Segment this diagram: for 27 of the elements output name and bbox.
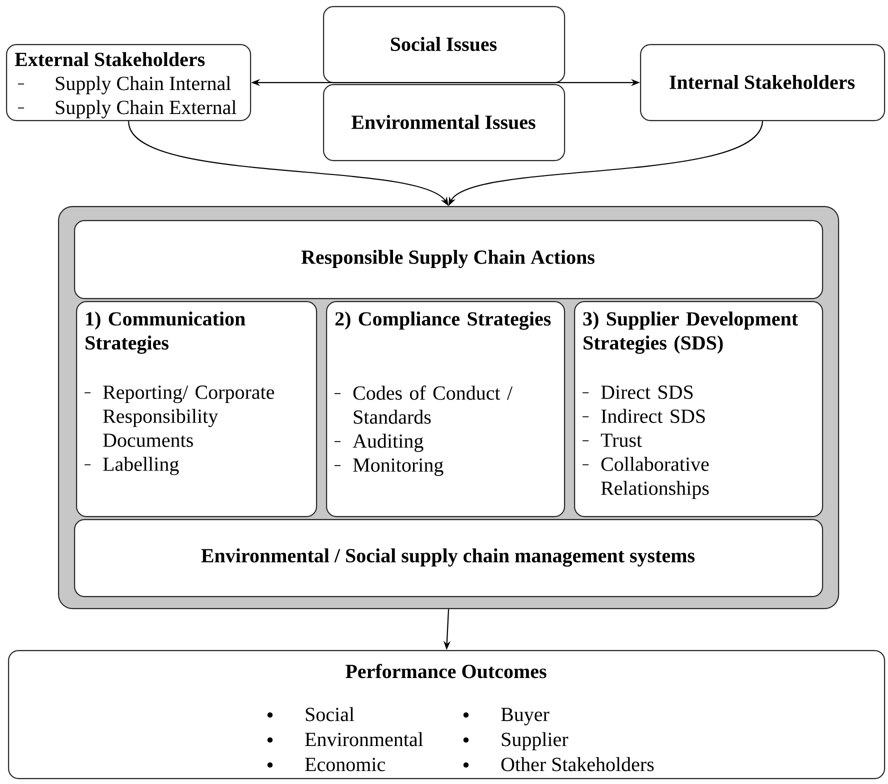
process-box: 2) Compliance Strategies Codes of Conduct / Standards Auditing Monitoring — [326, 301, 566, 518]
list-item: Trust — [582, 434, 642, 447]
list-item: Buyer — [463, 708, 550, 726]
process-box: Social Issues — [323, 6, 566, 84]
list-item: Monitoring — [334, 458, 444, 476]
list-item: Supply Chain External — [18, 100, 236, 118]
list-item: Supply Chain Internal — [18, 76, 231, 94]
process-box: Responsible Supply Chain Actions — [74, 220, 824, 300]
list-item: Labelling — [84, 456, 179, 476]
list-item: Economic — [267, 758, 386, 772]
list-item: Direct SDS — [582, 386, 693, 399]
list-item: Environmental — [267, 732, 424, 746]
process-box: Performance Outcomes Social Environmental Economic Buyer Supplier Other Stakeholders — [8, 650, 886, 780]
list-item: Collaborative Relationships — [582, 456, 709, 500]
process-box: Environmental / Social supply chain management systems — [74, 519, 824, 598]
list-item: Reporting/ Corporate Responsibility Documents — [84, 386, 274, 447]
list-item: Indirect SDS — [582, 408, 705, 423]
process-box: Internal Stakeholders — [640, 44, 886, 122]
process-box: 1) Communication Strategies Reporting/ Corporate Responsibility Documents Labelling — [76, 301, 318, 518]
list-item: Codes of Conduct / Standards — [334, 386, 513, 424]
list-item: Other Stakeholders — [463, 757, 654, 772]
process-box: 3) Supplier Development Strategies (SDS) Direct SDS Indirect SDS Trust Collaborative Relationships — [574, 301, 824, 518]
list-item: Social — [267, 707, 354, 722]
process-box: Environmental Issues — [323, 84, 566, 162]
list-item: Auditing — [334, 434, 424, 452]
list-item: Supplier — [463, 732, 568, 750]
process-box: External Stakeholders Supply Chain Internal Supply Chain External — [6, 44, 252, 122]
